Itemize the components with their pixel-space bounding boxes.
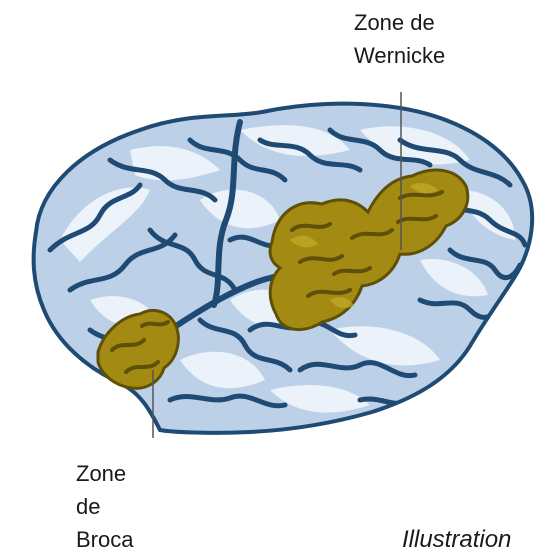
broca-label-line1: Zone [76,457,156,490]
broca-label-line3: Broca [76,523,156,556]
broca-label: Zone de Broca [76,457,156,556]
wernicke-label: Zone de Wernicke [354,6,484,72]
wernicke-label-line1: Zone de [354,6,484,39]
broca-label-line2: de [76,490,156,523]
wernicke-label-line2: Wernicke [354,39,484,72]
figure-caption: Illustration [402,526,511,554]
